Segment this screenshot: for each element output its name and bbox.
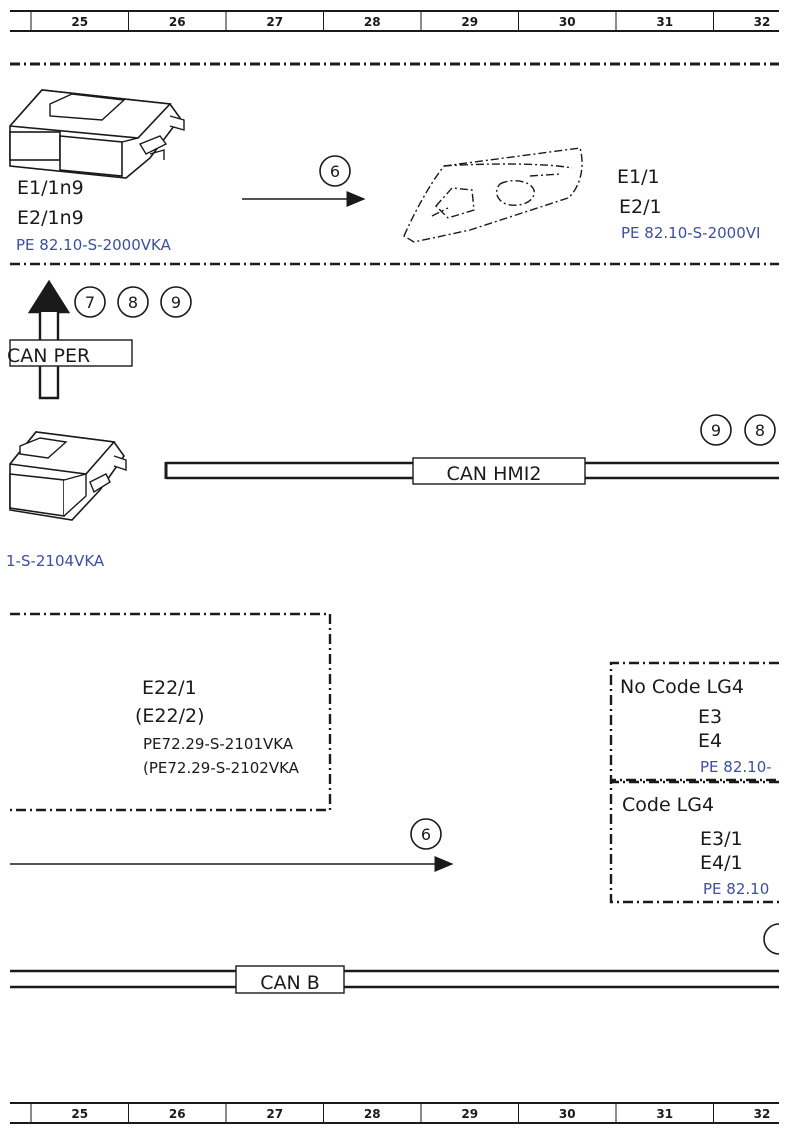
ruler-column-number: 29 [461,1107,478,1121]
can-per-label: CAN PER [7,345,90,367]
no-code-lg4-title: No Code LG4 [620,676,744,698]
ruler-column-number: 27 [266,15,283,29]
ruler-column-number: 28 [364,1107,381,1121]
ruler-column-number: 28 [364,15,381,29]
bus-up-arrowhead [30,282,68,312]
code-lg4-box [609,780,779,904]
reference-number: 9 [711,421,721,440]
component-code: (E22/2) [135,705,205,727]
reference-number: 8 [755,421,765,440]
reference-circle [410,818,442,850]
reference-circle [319,155,351,187]
reference-number: 9 [171,293,181,312]
ruler-column-number: 25 [71,1107,88,1121]
reference-number: 6 [421,825,431,844]
doc-reference-link[interactable]: PE 82.10-S-2000VI [621,224,760,242]
headlamp-code: E2/1 [619,196,662,218]
ruler-column-number: 30 [559,15,576,29]
ruler-column-number: 26 [169,15,186,29]
reference-number: 7 [85,293,95,312]
component-code: E22/1 [142,677,197,699]
component-code: E4 [698,730,722,752]
top-column-ruler: 25 26 27 28 29 30 31 32 [10,10,779,32]
component-code: E3/1 [700,828,743,850]
component-code: E3 [698,706,722,728]
doc-reference: (PE72.29-S-2102VKA [143,759,300,777]
can-per-label-box [9,339,133,367]
headlamp-code: E1/1 [617,166,660,188]
doc-reference-link[interactable]: PE 82.10-S-2000VKA [16,236,172,254]
doc-reference-link[interactable]: 1-S-2104VKA [6,552,105,570]
reference-circle-partial [763,923,780,955]
reference-group: 9 8 [700,414,776,446]
reference-number: 6 [330,162,340,181]
ruler-column-number: 29 [461,15,478,29]
control-module-icon [9,89,185,179]
doc-reference-link[interactable]: PE 82.10 [703,880,769,898]
ruler-column-number: 32 [754,15,771,29]
ruler-column-number: 32 [754,1107,771,1121]
headlamp-icon [403,147,583,243]
doc-reference-link[interactable]: PE 82.10- [700,758,772,776]
module-code: E1/1n9 [17,177,84,199]
reference-group: 7 8 9 [74,286,192,318]
can-hmi2-label: CAN HMI2 [447,463,542,485]
component-code: E4/1 [700,852,743,874]
ruler-column-number: 31 [656,15,673,29]
ruler-column-number: 25 [71,15,88,29]
ruler-column-number: 30 [559,1107,576,1121]
ruler-column-number: 27 [266,1107,283,1121]
bottom-column-ruler: 25 26 27 28 29 30 31 32 [10,1102,779,1124]
can-hmi2-label-box [412,457,586,485]
ruler-column-number: 31 [656,1107,673,1121]
control-module-icon [9,431,127,521]
code-lg4-title: Code LG4 [622,794,714,816]
can-b-label-box [235,965,345,994]
can-b-bus [10,969,779,989]
no-code-lg4-box [609,661,779,782]
ruler-column-number: 26 [169,1107,186,1121]
e22-component-box [10,612,332,812]
can-b-label: CAN B [260,972,320,994]
reference-number: 8 [128,293,138,312]
module-code: E2/1n9 [17,207,84,229]
doc-reference: PE72.29-S-2101VKA [143,735,294,753]
